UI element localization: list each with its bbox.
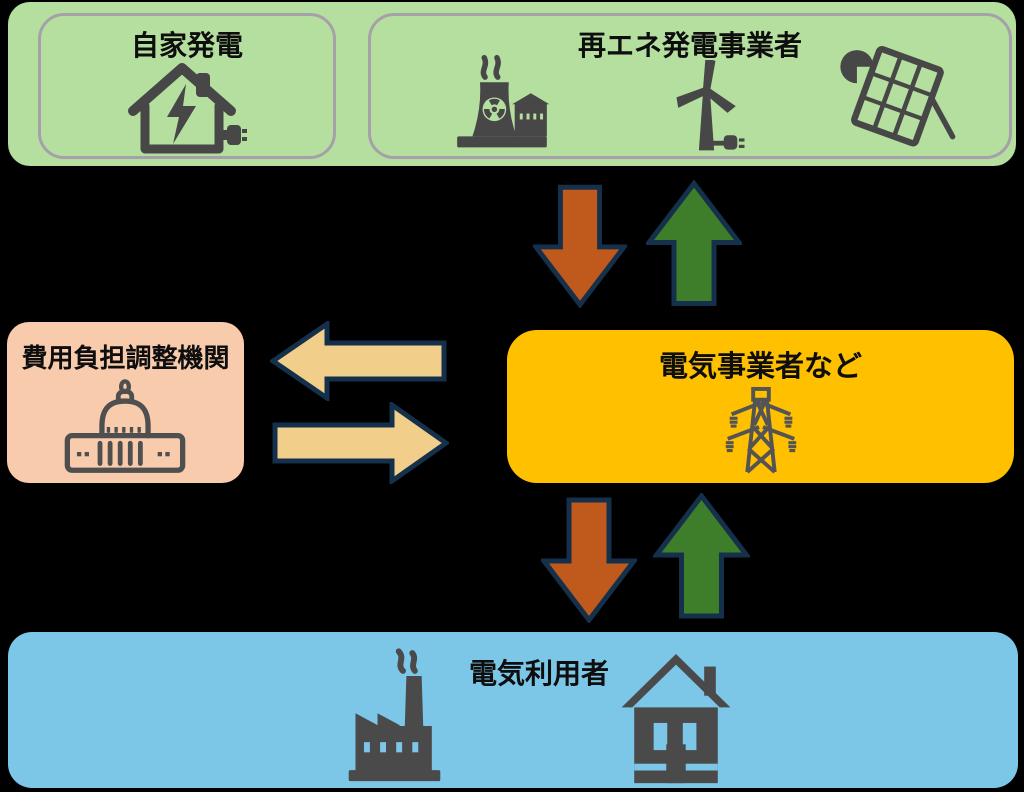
arrow-generation-to-utilities (533, 184, 627, 308)
arrow-utilities-to-generation (646, 180, 742, 306)
arrow-users-to-utilities (653, 493, 750, 619)
self-generation-box: 自家発電 (38, 13, 336, 159)
electric-utilities-box: 電気事業者など (507, 330, 1014, 483)
cost-adjustment-org-label: 費用負担調整機関 (21, 344, 230, 374)
self-generation-label: 自家発電 (130, 29, 243, 62)
cost-adjustment-org-box: 費用負担調整機関 (7, 322, 244, 483)
arrow-org-to-utilities (272, 402, 449, 484)
house-icon (621, 653, 731, 784)
solar-panel-icon (840, 45, 956, 147)
electricity-users-label: 電気利用者 (468, 657, 609, 690)
renewable-operators-label: 再エネ発電事業者 (577, 29, 802, 62)
renewable-operators-box: 再エネ発電事業者 (368, 13, 1012, 159)
generation-banner: 自家発電 再エネ発電事業者 (8, 2, 1016, 166)
nuclear-plant-icon (457, 54, 550, 148)
house-generator-icon (128, 63, 247, 154)
arrow-utilities-to-org (270, 321, 447, 401)
transmission-tower-icon (725, 386, 797, 474)
arrow-utilities-to-users (541, 497, 637, 623)
wind-turbine-icon (676, 60, 745, 151)
electricity-users-box: 電気利用者 (8, 632, 1018, 788)
factory-icon (348, 648, 441, 782)
electric-utilities-label: 電気事業者など (658, 349, 862, 383)
capitol-building-icon (64, 379, 186, 473)
